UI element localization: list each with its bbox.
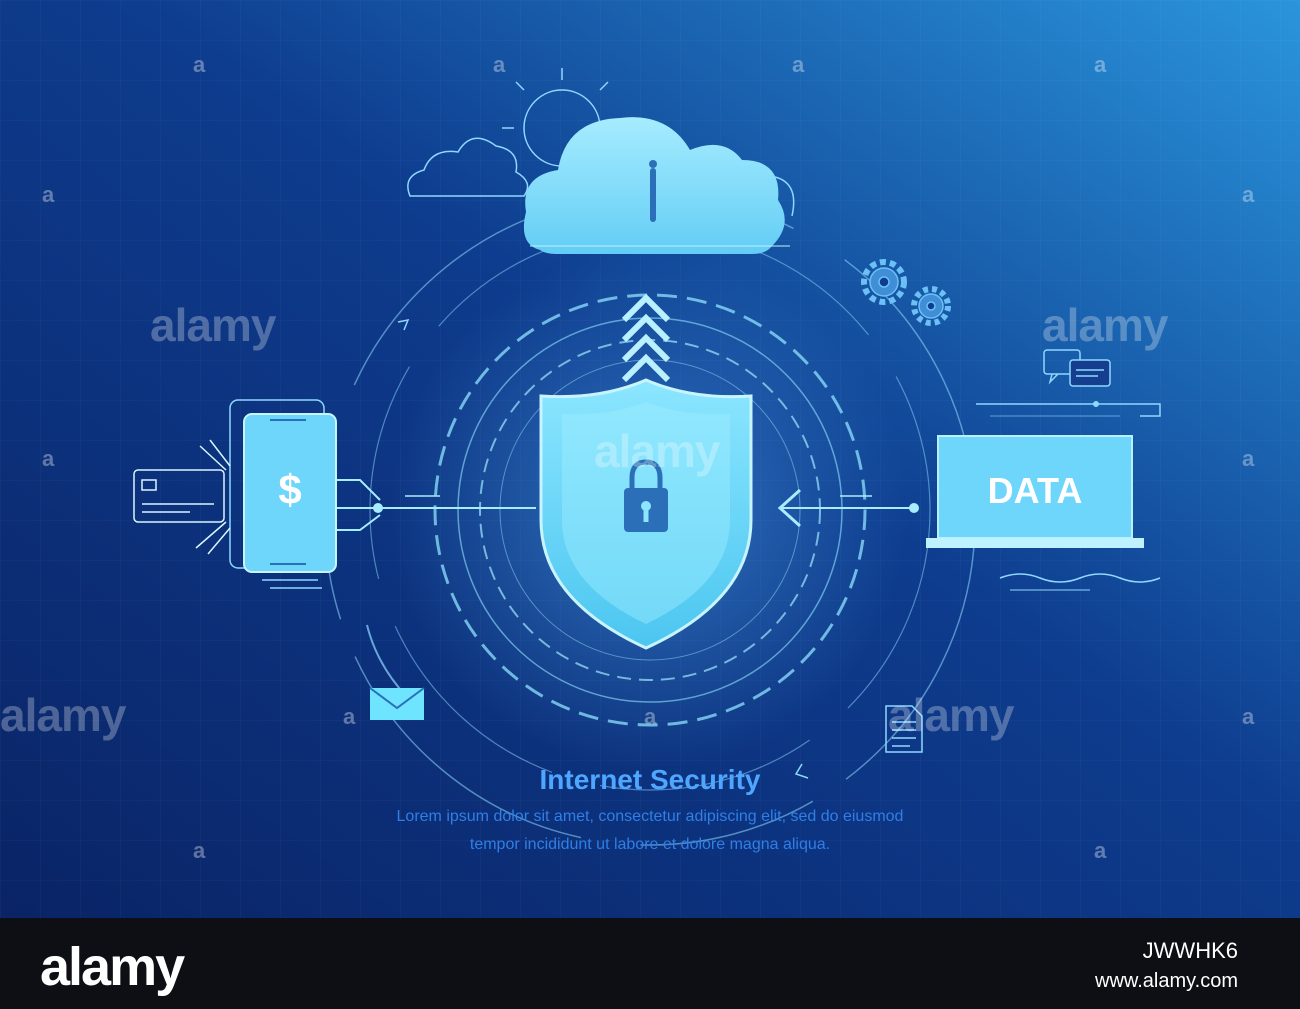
padlock-icon	[624, 459, 668, 532]
orbit-arrow-icon	[794, 763, 809, 779]
illustration-scene	[0, 0, 1300, 918]
phone-dollar-symbol: $	[278, 466, 302, 513]
illustration: $ DATA Internet Security Lorem ipsum dol…	[0, 0, 1300, 918]
smartphone-icon	[229, 399, 337, 589]
chevron-up-icon	[621, 293, 671, 383]
chat-bubble-icon	[1043, 349, 1111, 387]
laptop-icon	[926, 435, 1161, 591]
stock-footer-bar: alamy JWWHK6 www.alamy.com	[0, 918, 1300, 1009]
cloud-outline-icon	[407, 137, 529, 197]
document-icon	[885, 705, 923, 753]
illustration-body-line-1: Lorem ipsum dolor sit amet, consectetur …	[396, 808, 904, 825]
cloud-lock-icon	[523, 117, 795, 254]
laptop-data-label: DATA	[987, 470, 1083, 511]
alamy-logo[interactable]: alamy	[40, 937, 185, 997]
envelope-icon	[369, 687, 425, 720]
illustration-body-line-2: tempor incididunt ut labore et dolore ma…	[469, 836, 831, 853]
site-url[interactable]: www.alamy.com	[1095, 970, 1238, 992]
gear-icon	[861, 259, 951, 326]
image-id: JWWHK6	[1142, 938, 1238, 963]
arrow-left-icon	[777, 488, 802, 528]
illustration-title: Internet Security	[539, 764, 761, 795]
credit-card-icon	[133, 439, 231, 555]
orbit-arrow-icon	[397, 318, 410, 331]
